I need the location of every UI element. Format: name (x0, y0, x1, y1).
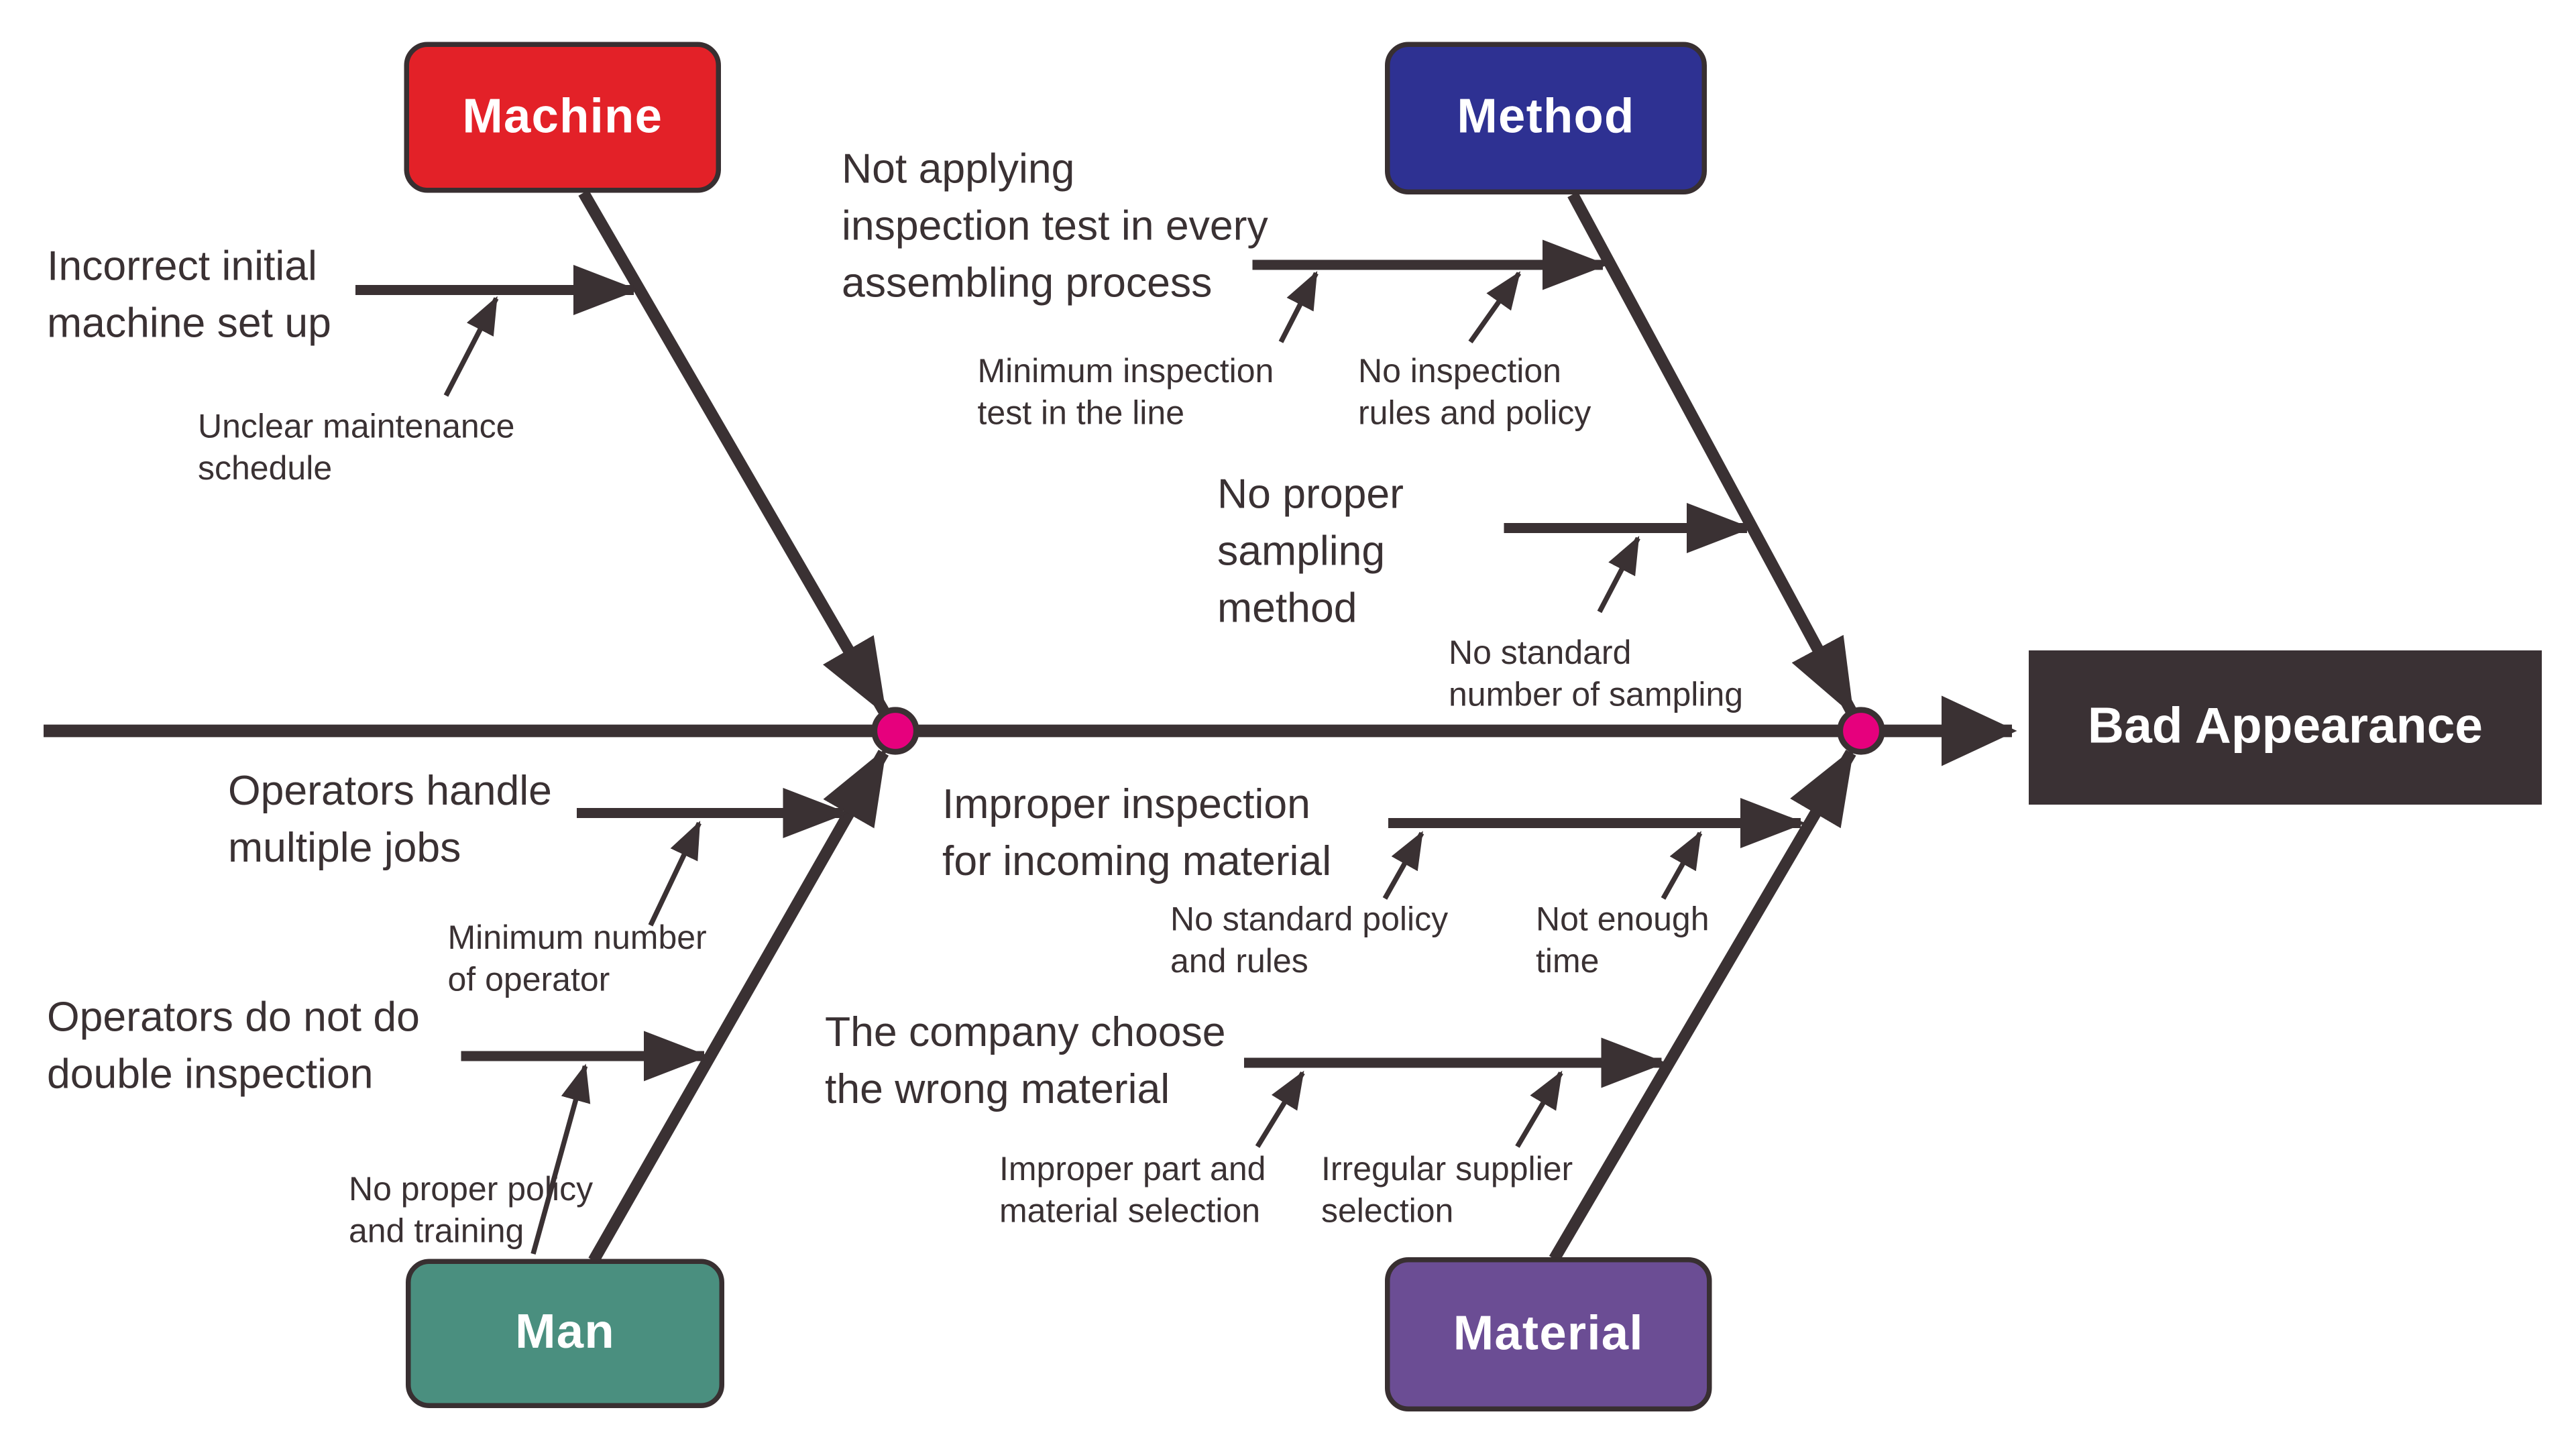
man-sub1-label: Minimum number of operator (447, 920, 707, 1000)
machine-sub1-label: Unclear maintenance schedule (198, 409, 515, 488)
man-cause1-label: Operators handle multiple jobs (228, 768, 552, 872)
material-sub1-label: No standard policy and rules (1170, 902, 1449, 981)
method-sub3-arrow (1597, 536, 1640, 614)
category-label-machine: Machine (462, 89, 663, 143)
junction-dot-left (871, 707, 919, 755)
method-cause2-label: No proper sampling method (1217, 471, 1404, 632)
machine-sub1-arrow (443, 296, 499, 397)
material-sub2-label: Not enough time (1536, 902, 1710, 981)
category-box-man: Man (406, 1259, 724, 1408)
machine-bone (578, 190, 889, 716)
material-sub4-label: Irregular supplier selection (1321, 1151, 1573, 1231)
method-sub1-label: Minimum inspection test in the line (977, 353, 1274, 433)
machine-cause1-label: Incorrect initial machine set up (47, 243, 331, 347)
material-sub2-arrow (1661, 831, 1703, 900)
man-sub2-arrow (530, 1063, 591, 1255)
category-box-material: Material (1385, 1257, 1712, 1411)
man-cause2-label: Operators do not do double inspection (47, 994, 420, 1098)
junction-dot-right (1837, 707, 1885, 755)
method-sub2-label: No inspection rules and policy (1358, 353, 1591, 433)
material-sub4-arrow (1515, 1070, 1563, 1148)
method-bone (1567, 191, 1856, 716)
man-sub2-label: No proper policy and training (349, 1171, 594, 1251)
effect-box: Bad Appearance (2029, 650, 2542, 805)
category-label-method: Method (1457, 91, 1635, 144)
method-cause1-label: Not applying inspection test in every as… (842, 146, 1268, 307)
category-box-machine: Machine (404, 42, 721, 193)
category-box-method: Method (1385, 42, 1707, 194)
category-label-material: Material (1453, 1306, 1644, 1360)
man-sub1-arrow (648, 821, 702, 927)
method-sub1-arrow (1278, 271, 1319, 343)
material-cause2-label: The company choose the wrong material (825, 1009, 1226, 1113)
method-sub2-arrow (1468, 271, 1522, 344)
material-sub3-label: Improper part and material selection (999, 1151, 1266, 1231)
material-cause1-label: Improper inspection for incoming materia… (942, 781, 1332, 885)
effect-label: Bad Appearance (2087, 699, 2483, 755)
category-label-man: Man (515, 1306, 615, 1360)
material-sub3-arrow (1255, 1070, 1305, 1148)
material-bone (1549, 747, 1856, 1262)
material-sub1-arrow (1382, 831, 1424, 900)
method-sub3-label: No standard number of sampling (1449, 635, 1744, 715)
